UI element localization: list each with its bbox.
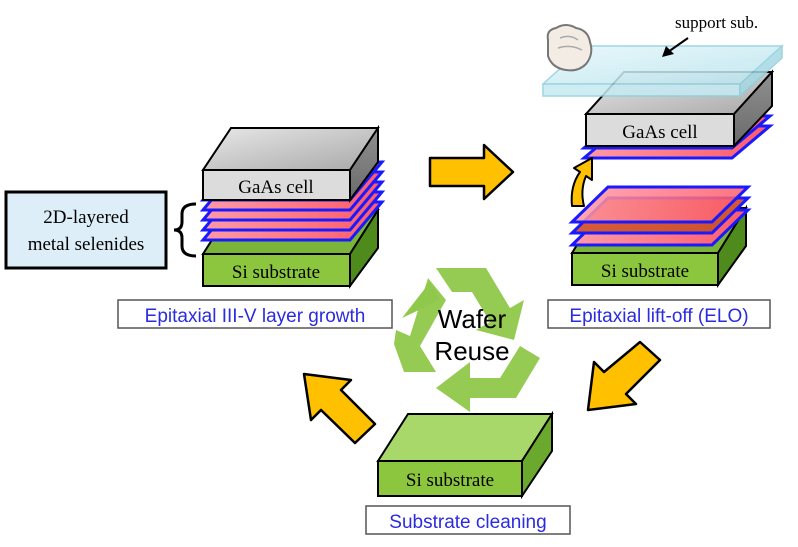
selenides-label-line2: metal selenides xyxy=(28,234,145,255)
liftoff-stack: Si substrate GaAs cell xyxy=(541,13,784,289)
step-growth-box: Epitaxial III-V layer growth xyxy=(117,299,393,329)
si-substrate-label-left: Si substrate xyxy=(232,262,320,283)
arrow-down-left xyxy=(586,340,662,412)
center-label-line2: Reuse xyxy=(434,336,509,366)
center-label-line1: Wafer xyxy=(438,304,507,334)
support-sub-label: support sub. xyxy=(675,13,758,32)
gaas-cell-label-left: GaAs cell xyxy=(238,177,313,198)
lift-up-arrow xyxy=(570,157,593,207)
step-liftoff-box: Epitaxial lift-off (ELO) xyxy=(547,299,771,329)
selenides-callout: 2D-layered metal selenides xyxy=(4,190,197,270)
step-growth-label: Epitaxial III-V layer growth xyxy=(145,306,366,327)
step-cleaning-label: Substrate cleaning xyxy=(389,512,546,533)
growth-stack: Si substrate GaAs cell xyxy=(199,124,386,290)
support-substrate xyxy=(541,44,784,98)
glove-hand-icon xyxy=(546,24,593,72)
curly-brace xyxy=(173,202,197,258)
step-cleaning-box: Substrate cleaning xyxy=(365,505,571,535)
si-substrate-label-bottom: Si substrate xyxy=(406,470,494,491)
selenide-layers-remaining xyxy=(568,185,752,247)
cleaned-substrate: Si substrate xyxy=(376,410,554,500)
si-substrate-label-right: Si substrate xyxy=(601,261,689,282)
recycle-icon: Wafer Reuse xyxy=(394,268,540,412)
selenides-label-line1: 2D-layered xyxy=(43,207,129,228)
step-liftoff-label: Epitaxial lift-off (ELO) xyxy=(569,306,748,327)
arrow-up-left xyxy=(302,372,377,445)
support-sub-pointer-arrow xyxy=(662,37,689,57)
gaas-cell-label-right: GaAs cell xyxy=(622,122,697,143)
arrow-right xyxy=(428,143,515,201)
gaas-cell-block-left: GaAs cell xyxy=(201,124,380,204)
